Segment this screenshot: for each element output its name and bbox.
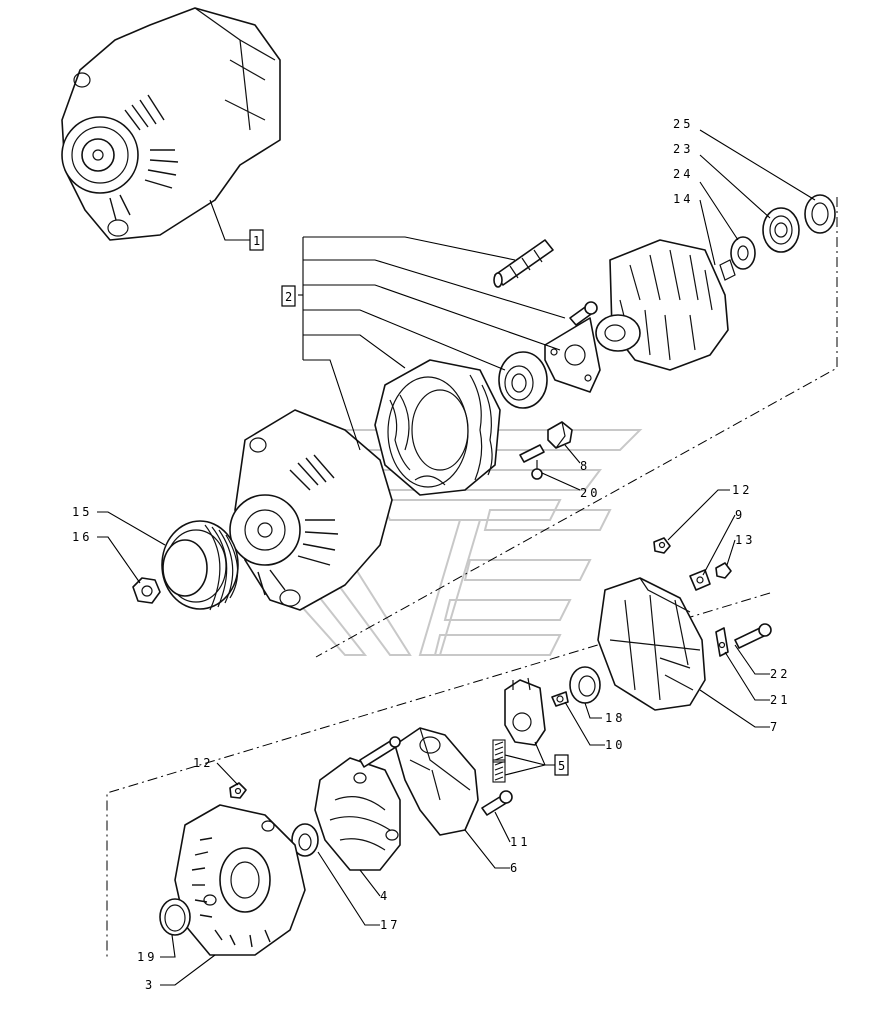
part-11-screw (481, 790, 513, 816)
part-1-complete-alternator (61, 7, 281, 241)
part-22-bolt (734, 623, 772, 649)
callout-12-lower: 12 (193, 756, 213, 770)
callout-21: 21 (770, 693, 790, 707)
part-2-plate-screw (569, 301, 598, 326)
callout-12-upper: 12 (732, 483, 752, 497)
callout-17: 17 (380, 918, 400, 932)
callout-24: 24 (673, 167, 693, 181)
callout-14: 14 (673, 192, 693, 206)
callout-7: 7 (770, 720, 780, 734)
part-20-screw (519, 444, 545, 480)
callout-5: 5 (558, 759, 565, 773)
part-14-rotor (595, 239, 736, 371)
callout-22: 22 (770, 667, 790, 681)
part-2-stud-bolt (493, 239, 554, 288)
callout-25: 25 (673, 117, 693, 131)
part-3-rear-housing (174, 804, 306, 956)
part-5-brush-springs (492, 739, 506, 783)
part-9-terminal-fitting (689, 569, 711, 591)
part-25-cap (804, 194, 836, 234)
callout-16: 16 (72, 530, 92, 544)
callout-5-box (554, 754, 569, 776)
part-16-nut (132, 577, 161, 604)
callout-1: 1 (253, 234, 260, 248)
callout-10: 10 (605, 738, 625, 752)
part-6-regulator (394, 727, 479, 836)
drive-end-housing (229, 409, 393, 611)
part-7-rear-cover (597, 577, 706, 711)
callout-4: 4 (380, 889, 390, 903)
callout-3: 3 (145, 978, 155, 992)
callout-13: 13 (735, 533, 755, 547)
part-2-front-bearing (498, 351, 548, 409)
assembly-axis-lines (106, 197, 838, 958)
callout-15: 15 (72, 505, 92, 519)
callout-19: 19 (137, 950, 157, 964)
part-18-cap (569, 666, 601, 704)
part-8-terminal (547, 421, 573, 449)
leader-lines (97, 129, 816, 986)
part-24-washer (730, 236, 756, 270)
callout-9: 9 (735, 508, 745, 522)
part-13-nut (715, 562, 732, 579)
part-12-nut-upper (653, 537, 671, 554)
callout-18: 18 (605, 711, 625, 725)
callout-2: 2 (285, 290, 292, 304)
callout-6: 6 (510, 861, 520, 875)
part-10-screw (551, 691, 569, 707)
callout-20: 20 (580, 486, 600, 500)
part-17-ring (291, 823, 319, 857)
callout-11: 11 (510, 835, 530, 849)
part-23-rear-bearing (762, 207, 800, 253)
part-15-pulley (161, 520, 239, 611)
callout-labels: 1 2 5 25 23 24 14 8 20 15 16 12 9 13 22 … (72, 117, 790, 992)
part-4-rectifier (314, 757, 401, 871)
callout-8: 8 (580, 459, 590, 473)
callout-2-box (281, 285, 296, 307)
part-21-bracket (715, 627, 729, 657)
part-2-stator (374, 359, 501, 496)
part-12-nut-lower (229, 782, 247, 799)
part-5-brush-holder (504, 677, 546, 746)
part-2-bearing-plate (544, 317, 601, 393)
callout-23: 23 (673, 142, 693, 156)
part-19-ring (159, 898, 191, 936)
part-4-bolt (359, 736, 401, 768)
callout-1-box (249, 229, 264, 251)
